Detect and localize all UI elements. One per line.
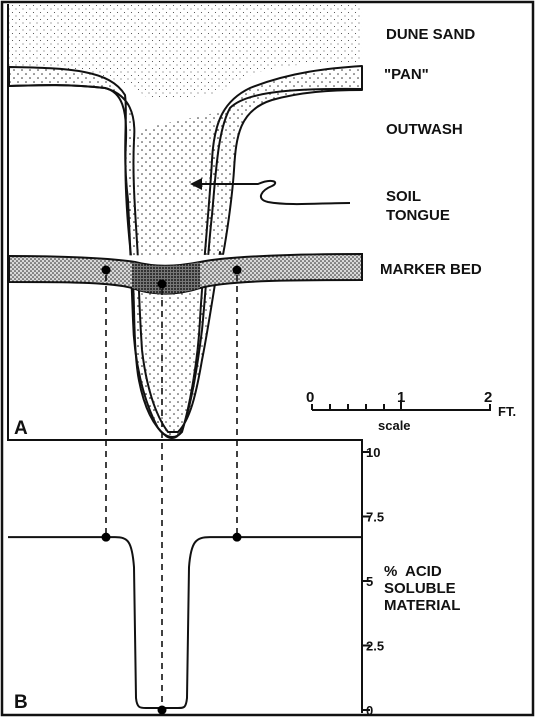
label-marker-bed: MARKER BED (380, 261, 482, 278)
panel-b: 10 7.5 5 2.5 0 % ACID SOLUBLE MATERIAL B (8, 445, 460, 717)
axis-title-line-3: SOLUBLE (384, 580, 456, 597)
axis-title-line-4: MATERIAL (384, 597, 460, 614)
label-pan: "PAN" (384, 66, 429, 83)
marker-bed-in-tongue (132, 262, 200, 294)
label-tongue: TONGUE (386, 207, 450, 224)
label-soil: SOIL (386, 188, 421, 205)
scale-unit: FT. (498, 404, 516, 419)
panel-b-letter: B (14, 692, 28, 713)
curve-point-right (233, 533, 242, 542)
scale-tick-1: 1 (397, 389, 405, 406)
y-tick-label-10: 10 (366, 445, 380, 460)
scale-tick-0: 0 (306, 389, 314, 406)
scale-tick-2: 2 (484, 389, 492, 406)
label-dune-sand: DUNE SAND (386, 26, 475, 43)
y-tick-label-2.5: 2.5 (366, 639, 384, 654)
axis-title-line-1: % (384, 563, 397, 580)
acid-soluble-curve (8, 537, 362, 708)
sample-point-right (233, 266, 242, 275)
sample-point-left (102, 266, 111, 275)
sample-point-center (158, 280, 167, 289)
label-outwash: OUTWASH (386, 121, 463, 138)
curve-point-left (102, 533, 111, 542)
y-axis-tick-labels: 10 7.5 5 2.5 0 (366, 445, 384, 717)
panel-a-letter: A (14, 418, 28, 439)
curve-point-center (158, 706, 167, 715)
y-tick-label-0: 0 (366, 703, 373, 717)
panel-a: DUNE SAND "PAN" OUTWASH SOIL TONGUE MARK… (8, 4, 516, 446)
y-tick-label-7.5: 7.5 (366, 510, 384, 525)
scale-bar: 0 1 2 FT. scale (306, 389, 516, 433)
axis-title-line-2: ACID (405, 563, 442, 580)
y-tick-label-5: 5 (366, 574, 373, 589)
scale-caption: scale (378, 418, 411, 433)
